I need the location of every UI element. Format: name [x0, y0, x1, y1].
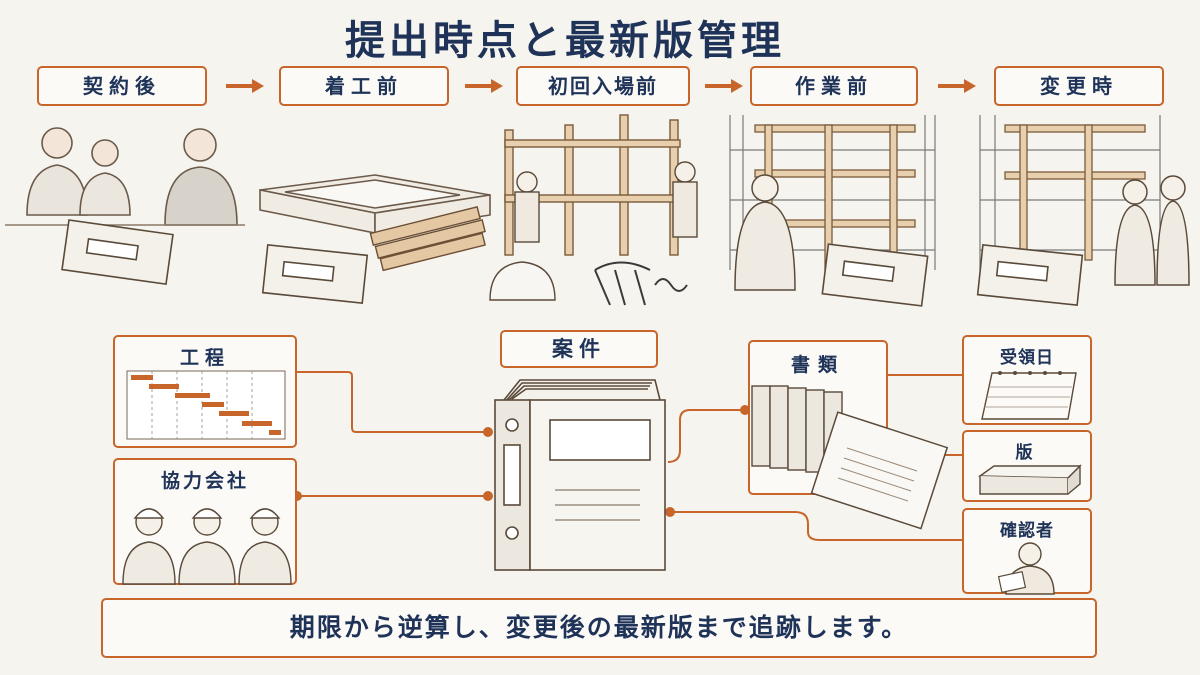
meeting-illustration — [5, 127, 245, 286]
version-panel: 版 — [962, 430, 1092, 502]
version-label: 版 — [1015, 443, 1039, 463]
framing-illustration — [489, 114, 698, 306]
inspector-icon — [997, 542, 1055, 595]
received-date-label: 受領日 — [1000, 348, 1054, 368]
arrow-right-icon — [705, 79, 743, 93]
step-before-construction: 着工前 — [279, 66, 449, 106]
received-date-panel: 受領日 — [962, 335, 1092, 425]
arrow-right-icon — [465, 79, 503, 93]
foundation-illustration — [259, 174, 491, 304]
workers-icon — [122, 508, 292, 585]
project-hub-label-box: 案件 — [500, 330, 658, 368]
step-after-contract: 契約後 — [37, 66, 207, 106]
structure-illustration — [729, 115, 936, 307]
documents-label: 書類 — [790, 354, 845, 376]
step-on-change: 変更時 — [994, 66, 1164, 106]
confirmer-panel: 確認者 — [962, 508, 1092, 595]
project-label: 案件 — [552, 337, 606, 361]
binder-icon — [494, 379, 666, 571]
binder-small-icon — [977, 464, 1082, 495]
gantt-chart-icon — [126, 370, 286, 440]
documents-icon — [751, 385, 949, 530]
contractors-label: 協力会社 — [160, 470, 249, 492]
arrow-right-icon — [938, 79, 976, 93]
contractors-panel: 協力会社 — [113, 458, 297, 585]
schedule-panel: 工程 — [113, 335, 297, 448]
arrow-right-icon — [226, 79, 264, 93]
schedule-label: 工程 — [179, 347, 230, 369]
step-before-work: 作業前 — [750, 66, 918, 106]
confirmer-label: 確認者 — [1000, 521, 1054, 541]
page-title: 提出時点と最新版管理 — [345, 18, 785, 64]
step-before-first-entry: 初回入場前 — [516, 66, 690, 106]
footer-message: 期限から逆算し、変更後の最新版まで追跡します。 — [101, 598, 1097, 658]
calendar-icon — [981, 371, 1077, 420]
change-illustration — [976, 115, 1190, 306]
